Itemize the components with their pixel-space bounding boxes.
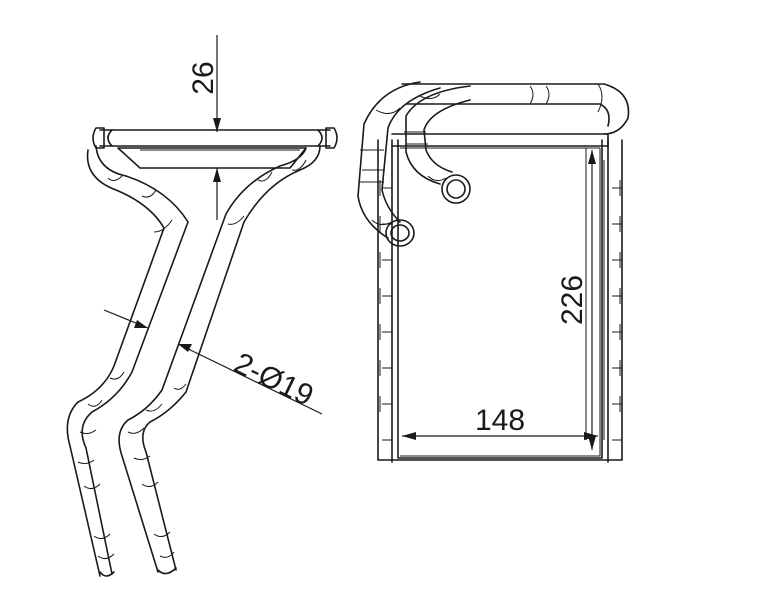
front-view-pipe-lower bbox=[357, 81, 441, 247]
dimension-height bbox=[588, 150, 596, 450]
dimension-width-label: 148 bbox=[475, 404, 525, 437]
front-view-tank bbox=[401, 83, 630, 135]
front-view: 226 148 bbox=[357, 81, 630, 463]
dimension-thickness-label: 26 bbox=[187, 61, 220, 94]
front-view-pipe-upper bbox=[404, 85, 471, 204]
side-view: 26 2-Ø19 bbox=[66, 35, 338, 577]
side-view-tank bbox=[92, 127, 338, 169]
dimension-width bbox=[402, 432, 598, 440]
dimension-thickness bbox=[213, 35, 221, 220]
dimension-pipe-diameter bbox=[103, 309, 323, 415]
side-view-pipe-right bbox=[118, 145, 321, 575]
dimension-height-label: 226 bbox=[556, 275, 589, 325]
side-view-pipe-left bbox=[66, 145, 189, 577]
dimension-pipe-diameter-label: 2-Ø19 bbox=[229, 347, 318, 413]
front-view-frame bbox=[377, 133, 623, 463]
